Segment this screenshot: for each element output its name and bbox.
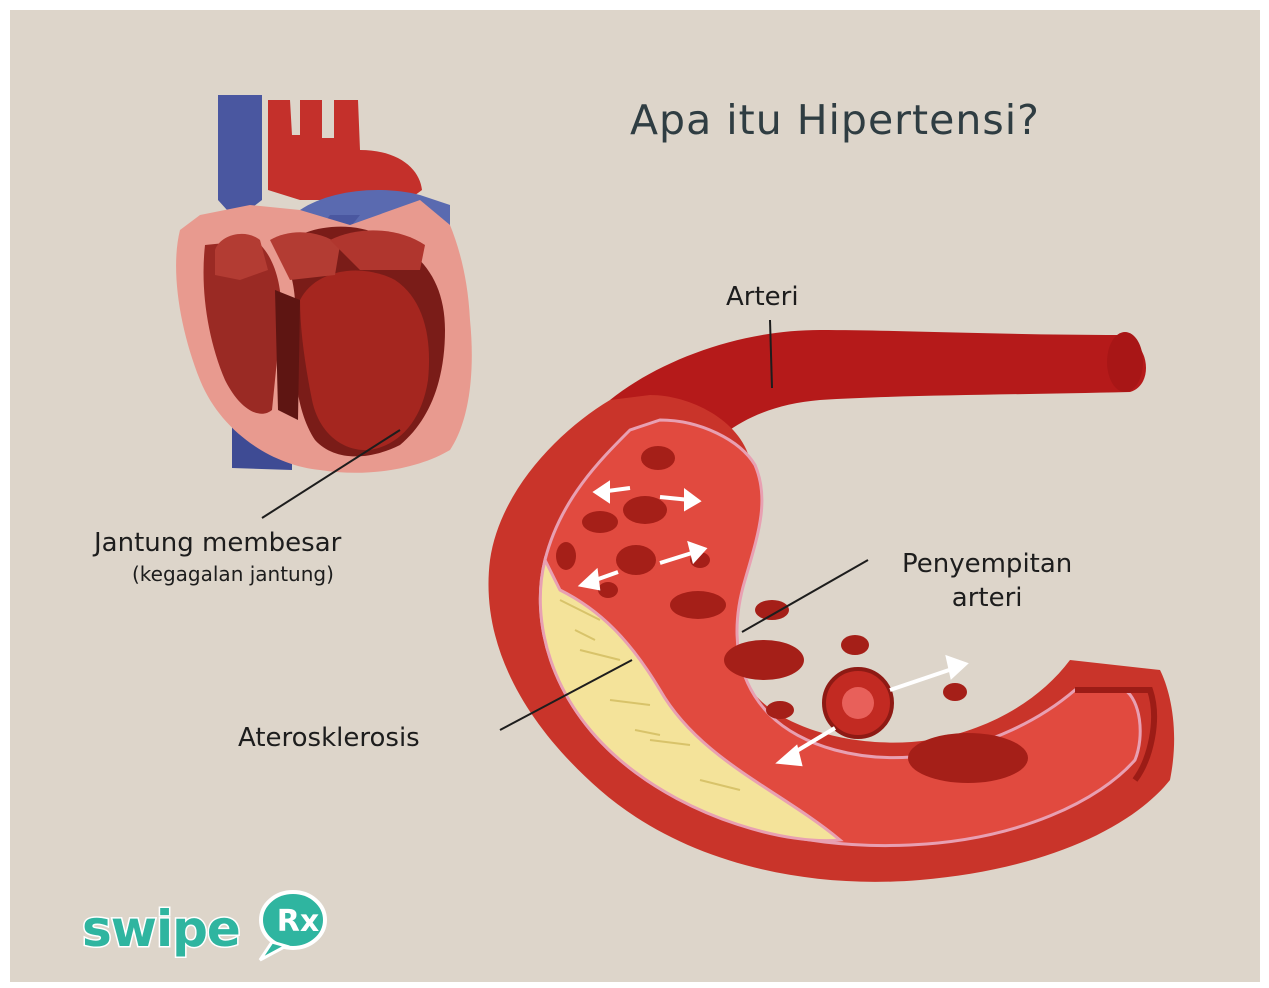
label-penyempitan-line1: Penyempitan xyxy=(902,547,1072,581)
label-aterosklerosis: Aterosklerosis xyxy=(238,723,420,753)
infographic-card: Apa itu Hipertensi? Arteri Jantung membe… xyxy=(10,10,1260,982)
label-penyempitan-arteri: Penyempitan arteri xyxy=(902,547,1072,615)
label-arteri: Arteri xyxy=(726,282,799,312)
label-penyempitan-line2: arteri xyxy=(902,581,1072,615)
label-jantung-membesar: Jantung membesar xyxy=(94,528,341,558)
logo-rx-mark: Rx xyxy=(272,904,324,939)
logo-brand-text: swipe xyxy=(82,900,240,958)
illustration xyxy=(10,10,1260,982)
page-title: Apa itu Hipertensi? xyxy=(630,96,1040,144)
label-kegagalan-jantung: (kegagalan jantung) xyxy=(132,562,334,586)
heart-illustration xyxy=(176,95,472,518)
swiperx-logo: swipe Rx xyxy=(82,900,342,970)
